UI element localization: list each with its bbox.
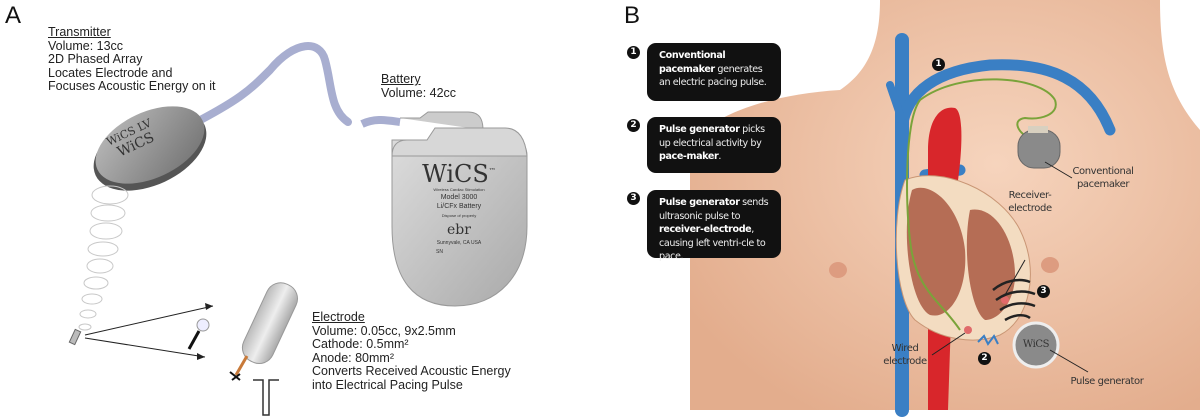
marker-1: 1 xyxy=(932,58,945,71)
pulse-generator-logo: WiCS xyxy=(1022,339,1050,350)
battery-title: Battery xyxy=(381,72,421,86)
step-bold: Pulse generator xyxy=(659,197,740,208)
step-bold: Pulse generator xyxy=(659,124,740,135)
pulse-waveform xyxy=(253,379,279,416)
step-text: generates an electric pacing pulse. xyxy=(659,63,767,89)
pacemaker-lead xyxy=(906,78,1057,331)
step-box-2: Pulse generator picks up electrical acti… xyxy=(647,117,781,173)
transmitter-line: Locates Electrode and xyxy=(48,65,173,80)
battery-chemistry: Li/CFx Battery xyxy=(436,203,482,210)
marker-2: 2 xyxy=(978,352,991,365)
step-text: picks up electrical activity by xyxy=(659,124,765,149)
transmitter-description: Transmitter Volume: 13cc 2D Phased Array… xyxy=(48,25,216,94)
pulse-icon xyxy=(977,334,999,346)
step-text: . xyxy=(718,151,722,162)
battery-device xyxy=(391,111,528,307)
pulse-generator-label: Pulse generator xyxy=(1070,376,1144,387)
step-bold: pace-maker xyxy=(659,151,719,162)
ultrasound-waves-icon xyxy=(992,278,1036,322)
transmitter-title: Transmitter xyxy=(48,25,111,39)
battery-sn: SN xyxy=(436,249,443,255)
electrode-enlarged xyxy=(229,282,298,416)
heart xyxy=(895,175,1031,341)
battery-model: Model 3000 xyxy=(440,194,478,201)
electrode-line: Anode: 80mm² xyxy=(312,350,394,365)
acoustic-waves xyxy=(78,185,129,331)
electrode-description: Electrode Volume: 0.05cc, 9x2.5mm Cathod… xyxy=(312,310,511,393)
wired-electrode-marker xyxy=(964,326,972,334)
battery-description: Battery Volume: 42cc xyxy=(381,72,457,100)
marker-3: 3 xyxy=(1037,285,1050,298)
conventional-pacemaker-device xyxy=(1017,126,1073,179)
step-bold: Conventional pacemaker xyxy=(659,50,726,75)
transmitter-line: Volume: 13cc xyxy=(48,38,124,53)
battery-warning: Dispose of properly xyxy=(441,213,477,218)
electrode-line: Converts Received Acoustic Energy xyxy=(312,364,511,379)
step-number: 1 xyxy=(627,46,640,59)
electrode-line: Cathode: 0.5mm² xyxy=(312,337,409,352)
small-electrode xyxy=(68,303,214,360)
battery-subtitle: Wireless Cardiac Stimulation xyxy=(433,187,485,192)
electrode-title: Electrode xyxy=(312,310,365,324)
battery-location: Sunnyvale, CA USA xyxy=(436,240,482,246)
panel-b-letter: B xyxy=(624,2,641,29)
transmitter-cable xyxy=(181,42,401,132)
step-box-1: Conventional pacemaker generates an elec… xyxy=(647,43,781,101)
electrode-line: Volume: 0.05cc, 9x2.5mm xyxy=(312,323,456,338)
right-nipple xyxy=(1041,257,1059,273)
receiver-electrode-label: Receiver-electrode xyxy=(1008,190,1052,214)
step-text: sends ultrasonic pulse to xyxy=(659,197,769,222)
electrode-line: into Electrical Pacing Pulse xyxy=(312,377,463,392)
panel-a-letter: A xyxy=(5,2,22,29)
receiver-electrode-marker xyxy=(1001,296,1009,304)
step-bold: receiver-electrode xyxy=(659,224,752,235)
trademark: ™ xyxy=(488,167,496,175)
battery-label: WiCS™ Wireless Cardiac Stimulation Model… xyxy=(400,158,518,257)
conventional-pacemaker-label: Conventional pacemaker xyxy=(1072,166,1134,190)
battery-line: Volume: 42cc xyxy=(381,85,457,100)
wired-electrode-label: Wired electrode xyxy=(883,343,927,367)
step-number: 3 xyxy=(627,192,640,205)
battery-logo: WiCS xyxy=(422,160,489,188)
transmitter-line: 2D Phased Array xyxy=(48,52,143,67)
step-number: 2 xyxy=(627,119,640,132)
transmitter-device: WiCS xyxy=(93,106,207,191)
step-box-3: Pulse generator sends ultrasonic pulse t… xyxy=(647,190,781,262)
left-nipple xyxy=(829,262,847,278)
transmitter-line: Focuses Acoustic Energy on it xyxy=(48,79,216,94)
step-text: , causing left ventri-cle to pace. xyxy=(659,224,766,262)
battery-maker: ebr xyxy=(447,222,471,238)
pulse-generator-device xyxy=(1012,321,1089,373)
